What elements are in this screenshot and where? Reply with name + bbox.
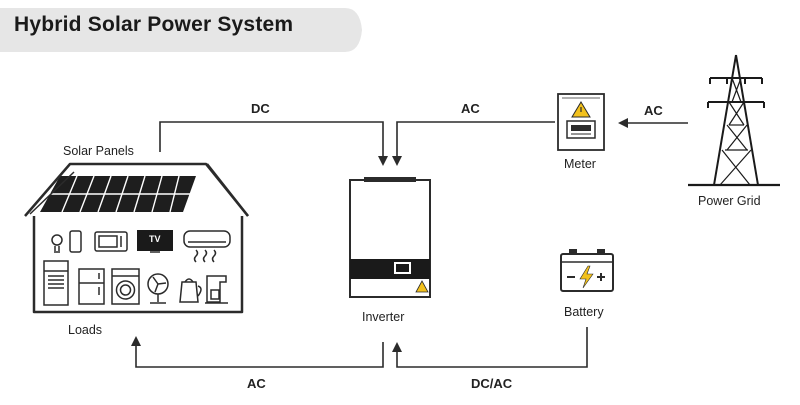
meter-label: Meter (564, 157, 596, 171)
coffee-maker-icon (205, 275, 228, 304)
appliances (43, 230, 231, 306)
ac-line-inverter-to-loads (131, 336, 384, 368)
flow-label-ac-loads: AC (247, 376, 266, 391)
ac-line-meter-to-inverter (392, 121, 555, 166)
solar-panels-label: Solar Panels (63, 144, 134, 158)
house-outline (24, 162, 249, 314)
flow-label-ac-grid: AC (644, 103, 663, 118)
meter-device (557, 93, 605, 151)
flow-label-dc: DC (251, 101, 270, 116)
tv-screen-label: TV (149, 234, 161, 244)
tv-icon (137, 230, 173, 253)
phone-icon (69, 230, 82, 253)
mini-fridge-icon (78, 268, 105, 305)
loads-label: Loads (68, 323, 103, 337)
dcac-line-inverter-battery (392, 327, 588, 368)
dc-line-panels-to-inverter (159, 121, 388, 166)
washing-machine-icon (111, 268, 140, 305)
fan-icon (147, 273, 169, 304)
solar-panels (40, 175, 196, 213)
flow-label-dcac-battery: DC/AC (471, 376, 513, 391)
air-conditioner-icon (183, 230, 231, 263)
microwave-icon (94, 231, 128, 252)
kettle-icon (179, 278, 202, 303)
page-title: Hybrid Solar Power System (14, 13, 294, 36)
battery-icon (560, 249, 614, 292)
battery-label: Battery (564, 305, 604, 319)
power-grid-tower (688, 54, 780, 187)
flow-label-ac-meter: AC (461, 101, 480, 116)
power-grid-label: Power Grid (698, 194, 761, 208)
inverter-label: Inverter (362, 310, 405, 324)
refrigerator-icon (43, 260, 69, 306)
inverter-unit (349, 177, 431, 298)
light-bulb-icon (51, 234, 63, 253)
title-bar-bg (0, 8, 362, 52)
connection-lines (131, 118, 688, 368)
